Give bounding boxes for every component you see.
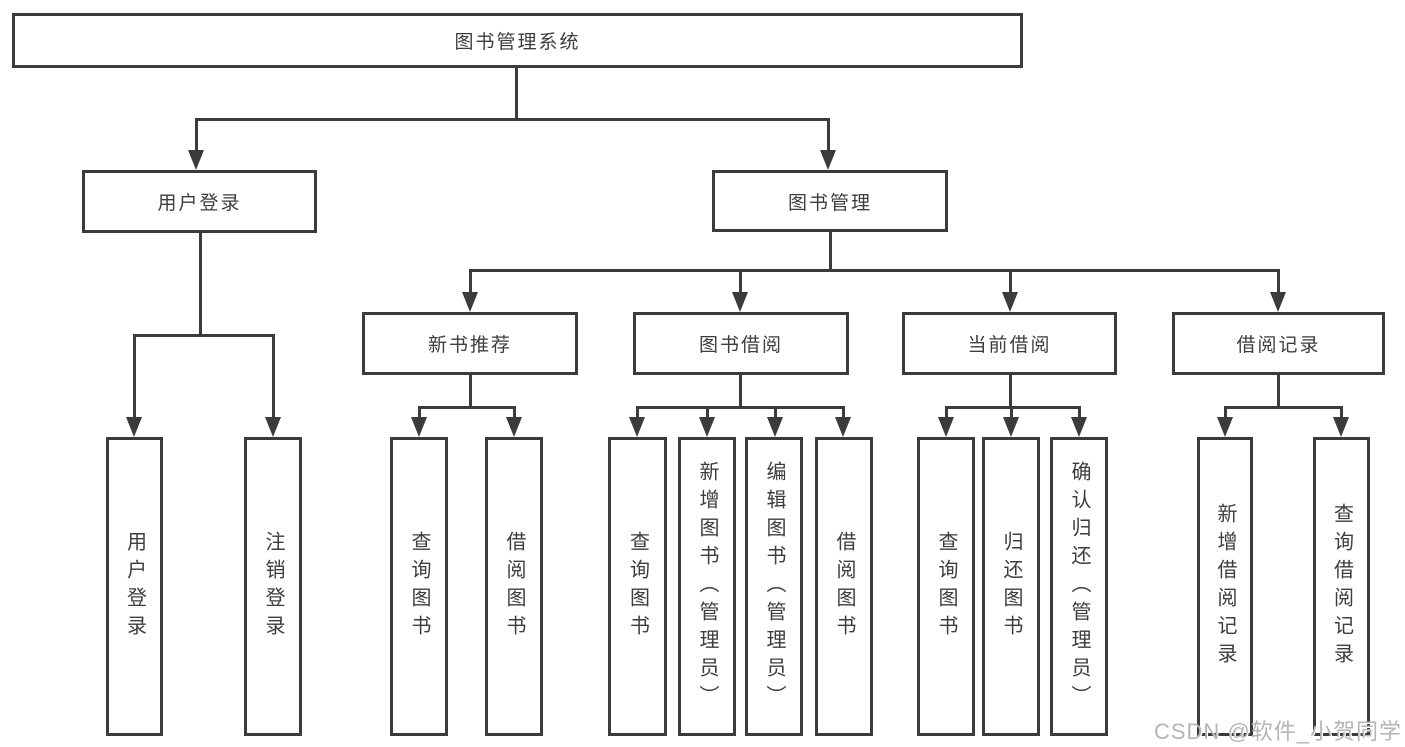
connector-line-vertical <box>1276 373 1280 407</box>
node-user-login: 用户登录 <box>82 170 317 233</box>
connector-line-horizontal <box>194 117 830 121</box>
node-label: 编辑图书（管理员） <box>763 460 785 713</box>
node-leaf-bb-query-book: 查询图书 <box>608 437 667 736</box>
node-label: 借阅图书 <box>503 530 525 643</box>
connector-line-vertical <box>468 268 472 298</box>
connector-line-vertical <box>841 405 845 423</box>
connector-line-vertical <box>132 333 136 423</box>
arrow-down-icon <box>820 150 836 170</box>
connector-line-vertical <box>635 405 639 423</box>
connector-line-horizontal <box>635 405 845 409</box>
node-leaf-br-query-record: 查询借阅记录 <box>1313 437 1370 736</box>
node-label: 新书推荐 <box>427 335 512 356</box>
connector-line-vertical <box>1223 405 1227 423</box>
node-leaf-nbr-query-book: 查询图书 <box>390 437 448 736</box>
node-leaf-cb-query-book: 查询图书 <box>917 437 975 736</box>
node-label: 查询借阅记录 <box>1330 502 1353 671</box>
connector-line-vertical <box>738 268 742 298</box>
connector-line-vertical <box>1077 405 1081 423</box>
arrow-down-icon <box>767 417 783 437</box>
connector-line-vertical <box>514 66 518 119</box>
node-leaf-user-login: 用户登录 <box>106 437 163 736</box>
connector-line-vertical <box>738 373 742 407</box>
arrow-down-icon <box>938 417 954 437</box>
node-leaf-br-add-record: 新增借阅记录 <box>1197 437 1253 736</box>
node-new-book-recommend: 新书推荐 <box>362 312 578 375</box>
arrow-down-icon <box>126 417 142 437</box>
watermark-text: CSDN @软件_小贺同学 <box>1153 719 1402 744</box>
connector-line-vertical <box>198 231 202 335</box>
node-label: 确认归还（管理员） <box>1068 460 1090 713</box>
node-book-management: 图书管理 <box>712 170 948 232</box>
node-label: 借阅图书 <box>833 530 855 643</box>
connector-line-horizontal <box>944 405 1081 409</box>
node-root: 图书管理系统 <box>12 13 1023 68</box>
connector-line-vertical <box>828 230 832 270</box>
connector-line-vertical <box>826 117 830 156</box>
connector-line-vertical <box>468 373 472 407</box>
arrow-down-icon <box>1217 417 1233 437</box>
arrow-down-icon <box>699 417 715 437</box>
node-label: 当前借阅 <box>967 335 1052 356</box>
arrow-down-icon <box>1002 292 1018 312</box>
node-leaf-nbr-borrow-book: 借阅图书 <box>485 437 543 736</box>
node-label: 图书管理系统 <box>454 32 581 53</box>
node-label: 用户登录 <box>123 530 146 643</box>
node-book-borrow: 图书借阅 <box>633 312 849 375</box>
connector-line-horizontal <box>417 405 516 409</box>
arrow-down-icon <box>629 417 645 437</box>
node-label: 查询图书 <box>408 530 430 643</box>
arrow-down-icon <box>462 292 478 312</box>
connector-line-vertical <box>271 333 275 423</box>
connector-line-vertical <box>773 405 777 423</box>
node-label: 新增图书（管理员） <box>696 460 718 713</box>
node-leaf-cb-confirm-return: 确认归还（管理员） <box>1050 437 1108 736</box>
connector-line-vertical <box>194 117 198 156</box>
connector-line-vertical <box>512 405 516 423</box>
arrow-down-icon <box>835 417 851 437</box>
connector-line-horizontal <box>1223 405 1343 409</box>
arrow-down-icon <box>1003 417 1019 437</box>
node-label: 注销登录 <box>262 530 284 643</box>
node-label: 图书借阅 <box>698 335 783 356</box>
connector-line-vertical <box>1008 268 1012 298</box>
node-label: 查询图书 <box>626 530 649 643</box>
node-label: 借阅记录 <box>1236 335 1321 356</box>
connector-line-vertical <box>944 405 948 423</box>
node-label: 用户登录 <box>157 193 242 214</box>
arrow-down-icon <box>1270 292 1286 312</box>
node-leaf-bb-add-book: 新增图书（管理员） <box>678 437 736 736</box>
node-label: 新增借阅记录 <box>1214 502 1236 671</box>
arrow-down-icon <box>265 417 281 437</box>
arrow-down-icon <box>411 417 427 437</box>
arrow-down-icon <box>1071 417 1087 437</box>
connector-line-horizontal <box>132 333 275 337</box>
arrow-down-icon <box>732 292 748 312</box>
connector-line-vertical <box>705 405 709 423</box>
connector-line-vertical <box>1339 405 1343 423</box>
node-label: 归还图书 <box>1000 530 1022 643</box>
arrow-down-icon <box>1333 417 1349 437</box>
node-leaf-bb-edit-book: 编辑图书（管理员） <box>745 437 803 736</box>
node-label: 查询图书 <box>935 530 957 643</box>
connector-line-vertical <box>1276 268 1280 298</box>
connector-line-vertical <box>1009 405 1013 423</box>
node-borrow-records: 借阅记录 <box>1172 312 1385 375</box>
node-leaf-logout: 注销登录 <box>244 437 302 736</box>
connector-line-vertical <box>417 405 421 423</box>
connector-line-horizontal <box>468 268 1280 272</box>
node-leaf-cb-return-book: 归还图书 <box>982 437 1040 736</box>
node-leaf-bb-borrow-book: 借阅图书 <box>815 437 873 736</box>
connector-line-vertical <box>1008 373 1012 407</box>
node-current-borrow: 当前借阅 <box>902 312 1117 375</box>
arrow-down-icon <box>506 417 522 437</box>
arrow-down-icon <box>188 150 204 170</box>
node-label: 图书管理 <box>787 192 872 214</box>
